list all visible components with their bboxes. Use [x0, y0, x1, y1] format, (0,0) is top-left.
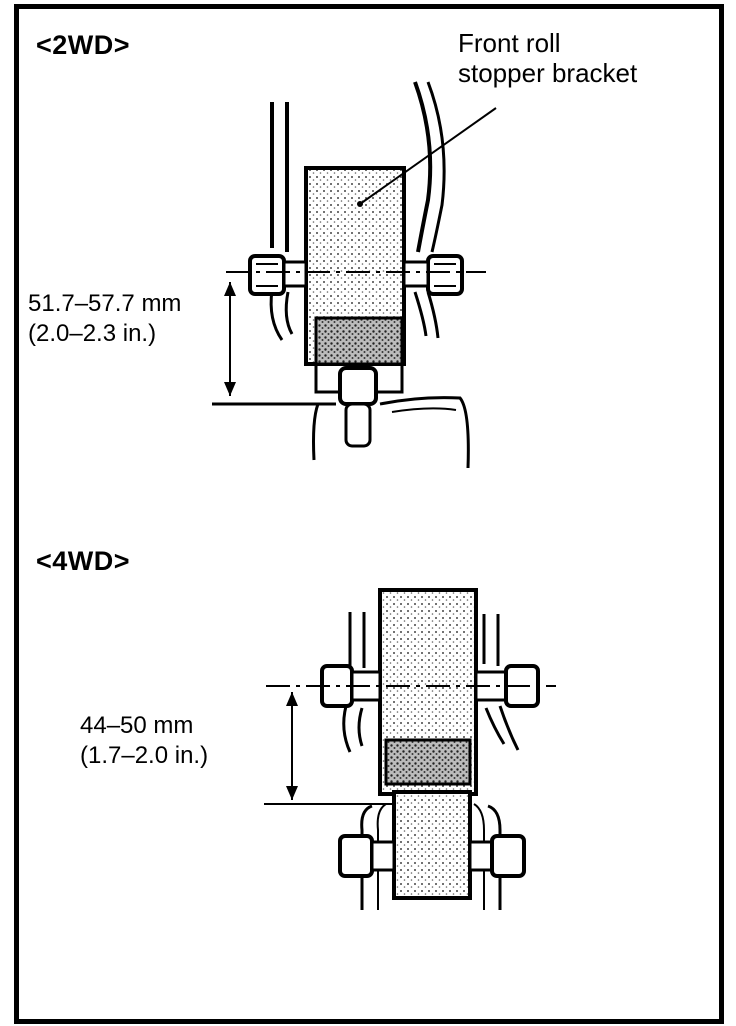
section-title-4wd: <4WD>: [36, 546, 131, 576]
callout-label-line2: stopper bracket: [458, 58, 638, 88]
nut-right-2wd: [426, 254, 464, 296]
nut-left-2wd: [248, 254, 286, 296]
section-title-2wd: <2WD>: [36, 30, 131, 60]
callout-label-line1: Front roll: [458, 28, 561, 58]
dimension-mm-2wd: 51.7–57.7 mm: [28, 290, 182, 317]
lower-nut-2wd: [338, 366, 378, 406]
dimension-in-2wd: (2.0–2.3 in.): [28, 320, 157, 347]
assembly-4wd: [264, 588, 556, 910]
diagram-frame: [14, 4, 724, 1024]
dimension-in-4wd: (1.7–2.0 in.): [80, 742, 209, 769]
dimension-mm-4wd: 44–50 mm: [80, 712, 194, 739]
assembly-2wd: [212, 81, 497, 469]
lower-bracket-4wd: [392, 790, 472, 900]
